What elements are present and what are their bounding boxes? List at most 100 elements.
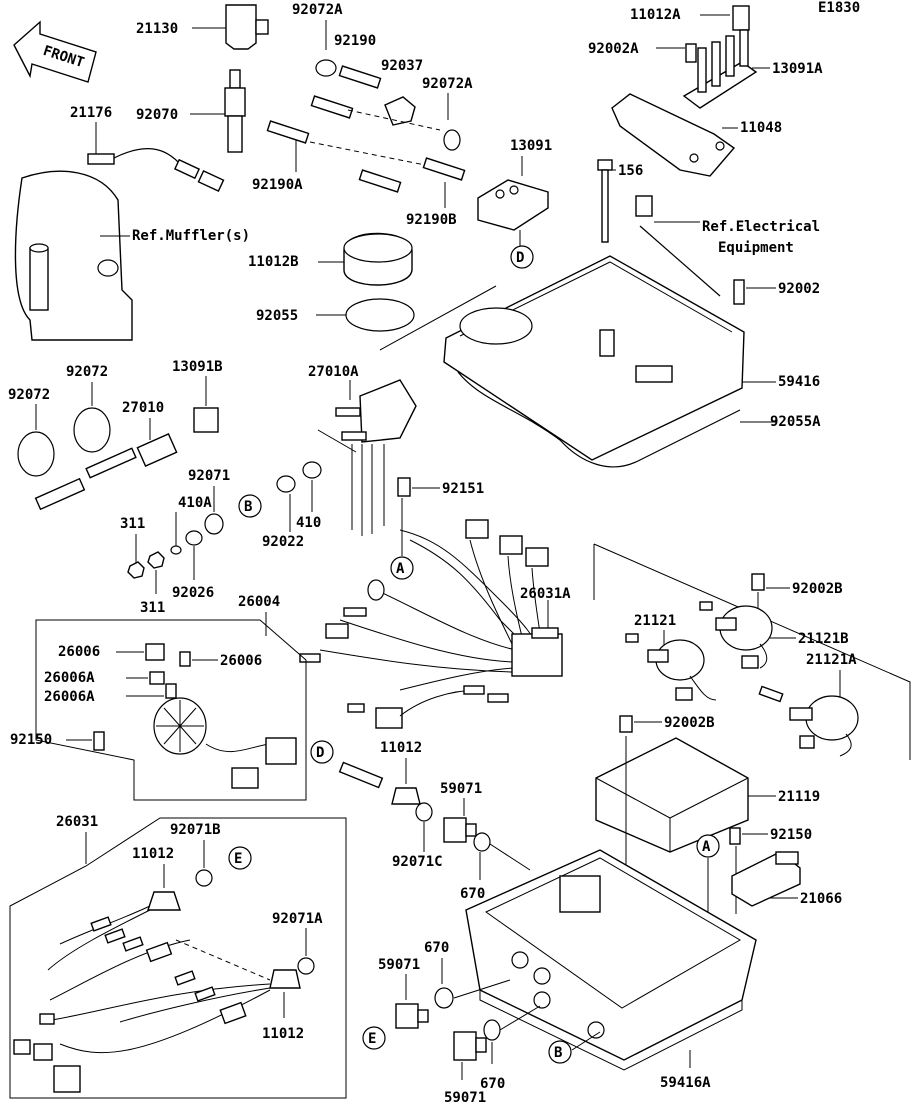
pin-21121A [758, 685, 784, 703]
label-11012-left: 11012 [132, 846, 174, 862]
bracket-13091A [682, 29, 758, 109]
box-26004 [35, 619, 307, 801]
switch-27010A [335, 379, 417, 536]
label-92190: 92190 [334, 33, 376, 49]
label-92072A-top: 92072A [292, 2, 343, 18]
switch-27010 [34, 433, 178, 511]
label-11012A: 11012A [630, 7, 681, 23]
label-92070: 92070 [136, 107, 178, 123]
label-11012-mid: 11012 [380, 740, 422, 756]
cap-11012-mid [391, 787, 421, 805]
front-arrow: FRONT [13, 20, 97, 83]
label-21130: 21130 [136, 21, 178, 37]
hose-d [338, 761, 384, 789]
callout-b-low [548, 1040, 572, 1064]
bolt-156 [597, 159, 613, 243]
washer-92022 [276, 475, 296, 493]
label-26031: 26031 [56, 814, 98, 830]
label-26031A: 26031A [520, 586, 571, 602]
box-26031 [9, 817, 347, 1099]
label-92026: 92026 [172, 585, 214, 601]
bolt-ref-electrical [635, 195, 653, 217]
callout-a-mid [390, 556, 414, 580]
o-ring-92055 [345, 298, 415, 332]
fuse-26006A-bottom [165, 683, 177, 699]
label-92072A-mid: 92072A [422, 76, 473, 92]
fuse-26006-right [179, 651, 191, 667]
wire-harness-26031 [13, 905, 271, 1093]
cover-59416 [443, 255, 745, 461]
label-156: 156 [618, 163, 643, 179]
callout-a-mid-letter: A [396, 561, 405, 577]
fuse-26006A-top [149, 671, 165, 685]
coil-21121A [789, 695, 859, 757]
bolt-92150-right [729, 827, 741, 845]
diagram-code: E1830 [818, 0, 860, 16]
label-92037: 92037 [381, 58, 423, 74]
label-670-low: 670 [424, 940, 449, 956]
label-92150-left: 92150 [10, 732, 52, 748]
label-13091B: 13091B [172, 359, 223, 375]
washer-410A [170, 545, 182, 555]
bushing-92026 [185, 530, 203, 546]
cap-11012A [732, 5, 750, 31]
coil-21121 [647, 639, 717, 701]
label-92055A: 92055A [770, 414, 821, 430]
fitting-59071-mid [443, 817, 477, 843]
callout-b-top-letter: B [244, 499, 252, 515]
label-92002A: 92002A [588, 41, 639, 57]
grommet-92071B [195, 869, 213, 887]
label-11048: 11048 [740, 120, 782, 136]
gasket-92055A [457, 371, 741, 468]
bolt-92151 [397, 477, 411, 497]
grommet-92071C [415, 802, 433, 822]
label-ref-muffler: Ref.Muffler(s) [132, 228, 250, 244]
fitting-59071-low [395, 1003, 429, 1029]
callout-a-right [696, 834, 720, 858]
label-21066: 21066 [800, 891, 842, 907]
fitting-59071-bottom [453, 1031, 487, 1061]
label-410: 410 [296, 515, 321, 531]
pin-21121 [625, 633, 639, 643]
label-92071: 92071 [188, 468, 230, 484]
label-21119: 21119 [778, 789, 820, 805]
callout-b-top [238, 494, 262, 518]
washer-410 [302, 461, 322, 479]
label-311-b: 311 [140, 600, 165, 616]
callout-e-top [228, 846, 252, 870]
muffler-outline [14, 170, 133, 341]
label-ref-electrical-2: Equipment [718, 240, 794, 256]
box-right [593, 543, 911, 760]
fuse-26006-left [145, 643, 165, 661]
label-ref-electrical: Ref.Electrical [702, 219, 820, 235]
bolt-92002A [685, 43, 697, 63]
terminal-block-13091 [477, 179, 549, 231]
label-26006-left: 26006 [58, 644, 100, 660]
nut-311-a [127, 561, 145, 579]
label-26006A-bottom: 26006A [44, 689, 95, 705]
nut-311-b [147, 551, 165, 569]
label-27010A: 27010A [308, 364, 359, 380]
bolt-92002B-top [751, 573, 765, 591]
callout-e-low [362, 1026, 386, 1050]
label-21176: 21176 [70, 105, 112, 121]
callout-d-mid [310, 740, 334, 764]
case-59416A [465, 849, 757, 1071]
label-11012-lower: 11012 [262, 1026, 304, 1042]
o-ring-670-low [434, 987, 454, 1009]
label-92071C: 92071C [392, 854, 443, 870]
wire-harness-26031A [299, 519, 563, 729]
label-92002: 92002 [778, 281, 820, 297]
spark-plug-92070 [190, 69, 246, 153]
bolt-92002 [733, 279, 745, 305]
label-92002B-mid: 92002B [664, 715, 715, 731]
cap-11012-lower [269, 969, 301, 989]
label-311-a: 311 [120, 516, 145, 532]
callout-d-top [510, 245, 534, 269]
callout-e-top-letter: E [234, 851, 242, 867]
label-92150-right: 92150 [770, 827, 812, 843]
label-13091A: 13091A [772, 61, 823, 77]
coil-21121B [715, 605, 773, 669]
cap-11012B [343, 232, 413, 286]
